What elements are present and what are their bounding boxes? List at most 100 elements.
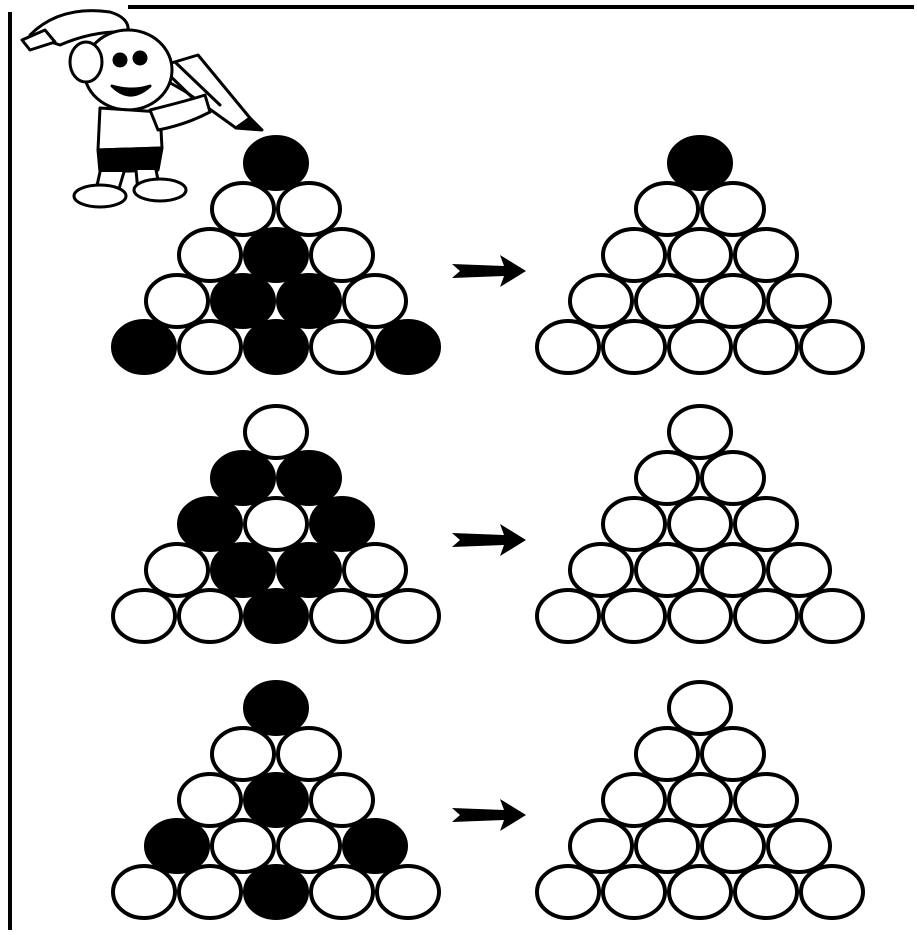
empty-bead bbox=[375, 588, 441, 644]
empty-bead bbox=[667, 496, 733, 552]
empty-bead bbox=[601, 772, 667, 828]
empty-bead bbox=[634, 818, 700, 874]
empty-bead bbox=[601, 319, 667, 375]
empty-bead bbox=[700, 273, 766, 329]
empty-bead bbox=[700, 181, 766, 237]
empty-bead bbox=[309, 227, 375, 283]
empty-bead bbox=[799, 588, 865, 644]
empty-bead bbox=[634, 181, 700, 237]
empty-bead bbox=[634, 542, 700, 598]
empty-bead bbox=[210, 726, 276, 782]
filled-bead bbox=[243, 588, 309, 644]
empty-bead bbox=[733, 319, 799, 375]
empty-bead bbox=[634, 450, 700, 506]
empty-bead bbox=[766, 273, 832, 329]
empty-bead bbox=[667, 588, 733, 644]
empty-bead bbox=[601, 588, 667, 644]
empty-bead bbox=[309, 772, 375, 828]
filled-bead bbox=[243, 864, 309, 920]
empty-bead bbox=[309, 864, 375, 920]
filled-bead bbox=[309, 496, 375, 552]
target-triangle-3 bbox=[535, 680, 865, 920]
filled-bead bbox=[342, 818, 408, 874]
empty-bead bbox=[733, 496, 799, 552]
empty-bead bbox=[667, 772, 733, 828]
empty-bead bbox=[568, 273, 634, 329]
empty-bead bbox=[535, 319, 601, 375]
empty-bead bbox=[177, 319, 243, 375]
empty-bead bbox=[111, 588, 177, 644]
source-triangle-3 bbox=[111, 680, 441, 920]
empty-bead bbox=[309, 588, 375, 644]
empty-bead bbox=[568, 542, 634, 598]
empty-bead bbox=[177, 588, 243, 644]
empty-bead bbox=[667, 864, 733, 920]
empty-bead bbox=[243, 404, 309, 460]
empty-bead bbox=[667, 227, 733, 283]
empty-bead bbox=[276, 726, 342, 782]
filled-bead bbox=[243, 772, 309, 828]
filled-bead bbox=[210, 273, 276, 329]
right-arrow-icon bbox=[452, 799, 526, 831]
empty-bead bbox=[276, 818, 342, 874]
empty-bead bbox=[799, 319, 865, 375]
empty-bead bbox=[700, 818, 766, 874]
empty-bead bbox=[634, 726, 700, 782]
filled-bead bbox=[144, 818, 210, 874]
source-triangle-2 bbox=[111, 404, 441, 644]
filled-bead bbox=[243, 227, 309, 283]
empty-bead bbox=[342, 273, 408, 329]
empty-bead bbox=[144, 273, 210, 329]
source-triangle-1 bbox=[111, 135, 441, 375]
empty-bead bbox=[601, 227, 667, 283]
empty-bead bbox=[733, 864, 799, 920]
empty-bead bbox=[210, 818, 276, 874]
filled-bead bbox=[667, 135, 733, 191]
empty-bead bbox=[177, 864, 243, 920]
filled-bead bbox=[243, 135, 309, 191]
empty-bead bbox=[309, 319, 375, 375]
empty-bead bbox=[799, 864, 865, 920]
empty-bead bbox=[634, 273, 700, 329]
empty-bead bbox=[375, 864, 441, 920]
puzzles bbox=[111, 135, 865, 920]
empty-bead bbox=[733, 588, 799, 644]
right-arrow-icon bbox=[452, 524, 526, 556]
cartoon-boy-holding-pencil-icon bbox=[20, 9, 264, 209]
filled-bead bbox=[276, 542, 342, 598]
empty-bead bbox=[535, 864, 601, 920]
empty-bead bbox=[700, 450, 766, 506]
empty-bead bbox=[276, 181, 342, 237]
empty-bead bbox=[210, 181, 276, 237]
filled-bead bbox=[111, 319, 177, 375]
filled-bead bbox=[276, 450, 342, 506]
filled-bead bbox=[243, 680, 309, 736]
filled-bead bbox=[210, 542, 276, 598]
empty-bead bbox=[601, 496, 667, 552]
empty-bead bbox=[111, 864, 177, 920]
empty-bead bbox=[177, 227, 243, 283]
empty-bead bbox=[733, 772, 799, 828]
empty-bead bbox=[535, 588, 601, 644]
empty-bead bbox=[667, 404, 733, 460]
filled-bead bbox=[375, 319, 441, 375]
filled-bead bbox=[177, 496, 243, 552]
empty-bead bbox=[601, 864, 667, 920]
empty-bead bbox=[342, 542, 408, 598]
filled-bead bbox=[210, 450, 276, 506]
empty-bead bbox=[144, 542, 210, 598]
empty-bead bbox=[766, 818, 832, 874]
empty-bead bbox=[243, 496, 309, 552]
filled-bead bbox=[243, 319, 309, 375]
empty-bead bbox=[766, 542, 832, 598]
target-triangle-2 bbox=[535, 404, 865, 644]
empty-bead bbox=[177, 772, 243, 828]
empty-bead bbox=[667, 680, 733, 736]
right-arrow-icon bbox=[452, 255, 526, 287]
target-triangle-1 bbox=[535, 135, 865, 375]
empty-bead bbox=[667, 319, 733, 375]
empty-bead bbox=[733, 227, 799, 283]
filled-bead bbox=[276, 273, 342, 329]
empty-bead bbox=[568, 818, 634, 874]
